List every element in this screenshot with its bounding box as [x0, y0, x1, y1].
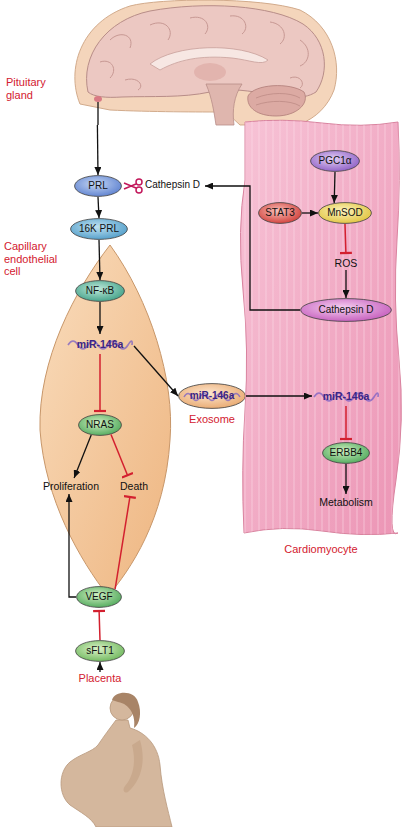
node-label: miR-146a: [178, 383, 246, 409]
protein-oval: VEGF: [76, 586, 122, 608]
node-label: ERBB4: [322, 442, 370, 464]
cardiomyocyte-cell: CardiomyocytePGC1αSTAT3MnSODROSCathepsin…: [242, 120, 400, 535]
striations: [240, 120, 401, 534]
pregnant-woman: [55, 672, 200, 827]
exosome-oval: miR-146aExosome: [178, 383, 246, 409]
scissor-blades: [124, 183, 136, 189]
gyri: [100, 16, 308, 90]
oval-shape: [75, 176, 122, 197]
placenta-source: Placenta: [55, 672, 200, 827]
inhibition-line: [98, 611, 100, 640]
brain-region: Pituitary gland: [5, 0, 335, 125]
oval-shape: [301, 299, 392, 322]
woman-group: [61, 693, 172, 827]
cerebellum: [248, 86, 306, 116]
mirna-label: miR-146a: [66, 334, 134, 354]
leaf-group: [40, 245, 171, 596]
node-label: Placenta: [70, 672, 130, 685]
brain-group: [75, 0, 337, 125]
gyrus: [190, 17, 208, 34]
cell-body: [240, 120, 401, 534]
node-label: PRL: [74, 175, 122, 197]
node-label: Metabolism: [314, 494, 378, 510]
node-label: Proliferation: [40, 478, 102, 494]
oval-shape: [79, 415, 122, 436]
pituitary-gland: [94, 96, 102, 102]
oval-shape: [319, 203, 372, 224]
oval-shape: [323, 443, 370, 464]
brainstem: [206, 84, 242, 125]
node-label: NF-κB: [75, 280, 125, 302]
activation-arrow: [97, 125, 99, 175]
gyrus: [230, 16, 246, 34]
node-label: PGC1α: [310, 150, 360, 172]
node-label: Cathepsin D: [145, 179, 207, 191]
cell-outline: [40, 245, 171, 596]
node-label: miR-146a: [66, 334, 134, 354]
node-label: Pituitary gland: [6, 76, 66, 101]
protein-oval: sFLT1: [75, 640, 125, 662]
node-label: miR-146a: [312, 386, 380, 406]
oval-shape: [71, 219, 128, 240]
hair: [112, 693, 140, 728]
head-skin: [75, 0, 337, 125]
oval-shape: [311, 151, 360, 172]
node-label: sFLT1: [75, 640, 125, 662]
protein-oval: Cathepsin D: [300, 298, 392, 322]
cardiomyocyte-shape: [242, 120, 400, 535]
oval-shape: [179, 384, 246, 409]
endothelial-cell: Capillary endothelial cellNF-κB miR-146a…: [38, 243, 172, 598]
protein-oval: STAT3: [258, 202, 302, 224]
node-label: NRAS: [78, 414, 122, 436]
protein-oval: NRAS: [78, 414, 122, 436]
molecule-text: ROS: [330, 256, 362, 270]
oval-shape: [76, 641, 125, 662]
cerebellum-folia: [256, 94, 300, 107]
protein-oval: ERBB4: [322, 442, 370, 464]
protease-cut: Cathepsin D: [123, 177, 205, 195]
node-label: VEGF: [76, 586, 122, 608]
gyrus: [100, 61, 114, 78]
node-label: MnSOD: [318, 202, 372, 224]
gyrus: [125, 79, 141, 90]
scissor-handle: [136, 187, 142, 193]
gyrus: [150, 23, 170, 40]
thalamus: [194, 63, 226, 81]
gyrus: [290, 77, 302, 88]
body: [61, 720, 172, 827]
protein-oval: PRL: [74, 175, 122, 197]
node-label: Capillary endothelial cell: [4, 240, 70, 278]
gyrus: [300, 40, 308, 66]
protein-oval: MnSOD: [318, 202, 372, 224]
outcome-text: Death: [116, 478, 152, 494]
node-label: 16K PRL: [70, 218, 128, 240]
outcome-text: Proliferation: [40, 478, 102, 494]
activation-arrow: [99, 662, 100, 672]
node-label: Exosome: [172, 413, 252, 426]
protein-oval: 16K PRL: [70, 218, 128, 240]
node-label: Death: [116, 478, 152, 494]
gyrus: [110, 35, 131, 48]
gyrus: [270, 22, 284, 44]
node-label: Cardiomyocyte: [242, 543, 400, 556]
oval-shape: [76, 281, 125, 302]
brain-illustration: [5, 0, 335, 125]
mirna-label: miR-146a: [312, 386, 380, 406]
activation-arrow: [98, 197, 99, 218]
oval-shape: [259, 203, 302, 224]
scissor-handle: [136, 179, 142, 185]
node-label: ROS: [330, 256, 362, 270]
arm: [124, 740, 143, 793]
oval-shape: [77, 587, 122, 608]
scissors-icon: [123, 177, 143, 195]
node-label: STAT3: [258, 202, 302, 224]
node-label: Cathepsin D: [300, 298, 392, 322]
protein-oval: NF-κB: [75, 280, 125, 302]
protein-oval: PGC1α: [310, 150, 360, 172]
pituitary-lead: [97, 102, 98, 125]
outcome-text: Metabolism: [314, 494, 378, 510]
